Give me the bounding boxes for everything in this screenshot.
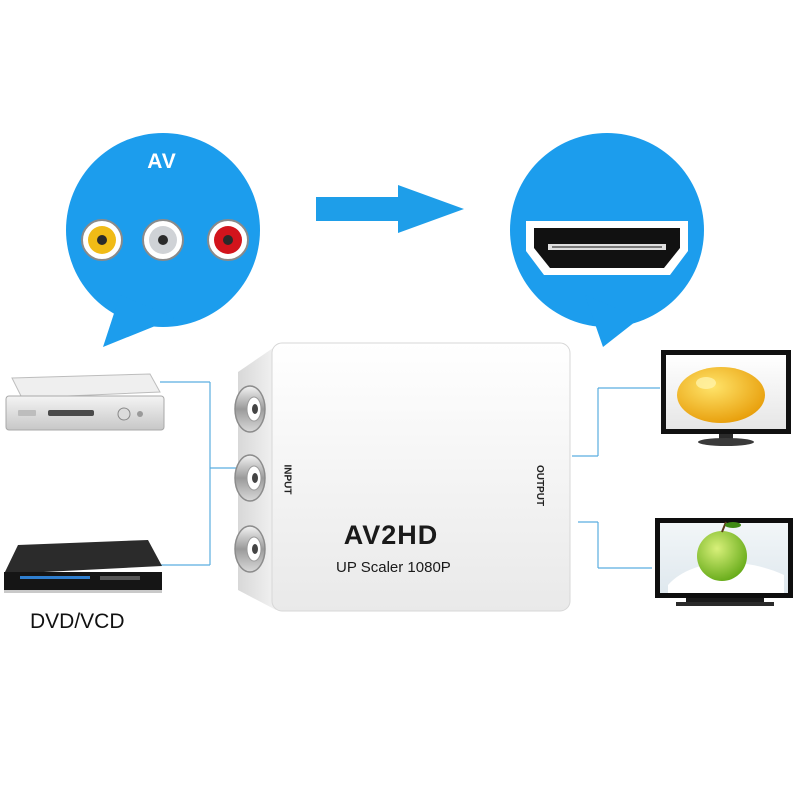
converter-brand: AV2HD [343, 520, 439, 550]
input-connector-lines [160, 381, 236, 566]
tv-monitor-icon [661, 350, 791, 446]
rca-jack-icon [142, 219, 184, 261]
rca-jack-icon [234, 454, 266, 502]
rca-jack-icon [207, 219, 249, 261]
tv-monitor-icon [655, 518, 793, 606]
rca-jack-icon [234, 385, 266, 433]
converter-subtitle: UP Scaler 1080P [336, 559, 451, 576]
dvd-player-icon [4, 540, 162, 593]
output-label: OUTPUT [534, 464, 546, 507]
source-device-label: DVD/VCD [30, 610, 125, 633]
rca-jack-icon [81, 219, 123, 261]
arrow-right-icon [316, 185, 464, 233]
dvd-player-icon [5, 373, 165, 431]
output-connector-lines [572, 387, 660, 569]
hdmi-port-icon [526, 221, 688, 275]
av-label: AV [147, 150, 177, 173]
rca-jack-icon [234, 525, 266, 573]
input-label: INPUT [281, 464, 293, 495]
